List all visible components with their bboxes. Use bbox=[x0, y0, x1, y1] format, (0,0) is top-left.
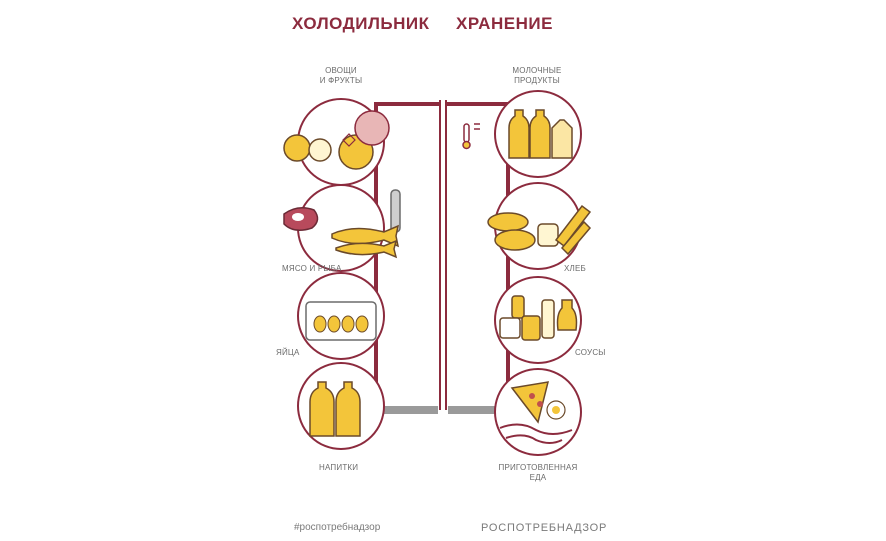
label-eggs: ЯЙЦА bbox=[276, 348, 300, 357]
drinks-icon bbox=[297, 362, 385, 450]
sauces-icon bbox=[494, 276, 582, 364]
dairy-icon bbox=[494, 90, 582, 178]
title-storage: ХРАНЕНИЕ bbox=[456, 14, 553, 33]
title-fridge: ХОЛОДИЛЬНИК bbox=[292, 14, 430, 33]
label-dairy: МОЛОЧНЫЕ ПРОДУКТЫ bbox=[512, 66, 562, 85]
cooked-food-icon bbox=[494, 368, 582, 456]
label-bread: ХЛЕБ bbox=[564, 264, 586, 273]
eggs-icon bbox=[297, 272, 385, 360]
thermometer-icon bbox=[462, 123, 480, 150]
bottom-shelf-right bbox=[448, 406, 506, 414]
bread-icon bbox=[487, 182, 592, 270]
label-vegetables-fruits: ОВОЩИ И ФРУКТЫ bbox=[319, 66, 363, 85]
footer-hashtag: #роспотребнадзор bbox=[294, 522, 381, 533]
label-sauces: СОУСЫ bbox=[575, 348, 606, 357]
label-drinks: НАПИТКИ bbox=[319, 463, 359, 472]
meat-fish-icon bbox=[283, 184, 400, 272]
vegetables-fruits-icon bbox=[283, 98, 390, 186]
label-cooked-food: ПРИГОТОВЛЕННАЯ ЕДА bbox=[498, 463, 578, 482]
footer-brand-logo: РОСПОТРЕБНАДЗОР bbox=[481, 522, 608, 534]
label-meat-fish: МЯСО И РЫБА bbox=[282, 264, 342, 273]
bottom-shelf-left bbox=[378, 406, 438, 414]
